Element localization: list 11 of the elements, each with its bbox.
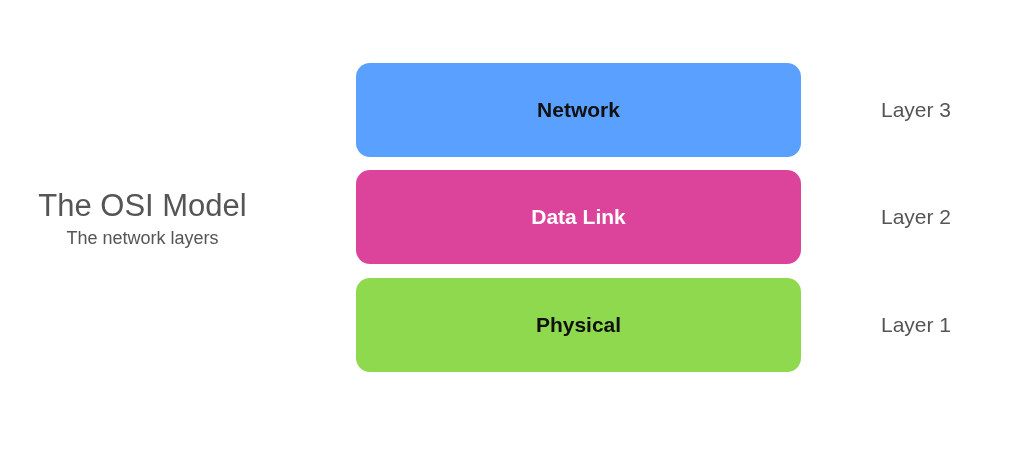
diagram-title: The OSI Model	[37, 188, 248, 224]
layer-box	[356, 170, 801, 264]
layer-name: Network	[537, 98, 620, 122]
layer-number: Layer 1	[881, 313, 952, 337]
layer-name: Data Link	[531, 205, 626, 229]
layer-number: Layer 3	[881, 98, 952, 122]
layer-box	[356, 63, 801, 157]
subtitle: The network layers	[65, 228, 220, 249]
layer-name: Physical	[535, 313, 622, 337]
layer-number: Layer 2	[881, 205, 952, 229]
layer-box	[356, 278, 801, 372]
